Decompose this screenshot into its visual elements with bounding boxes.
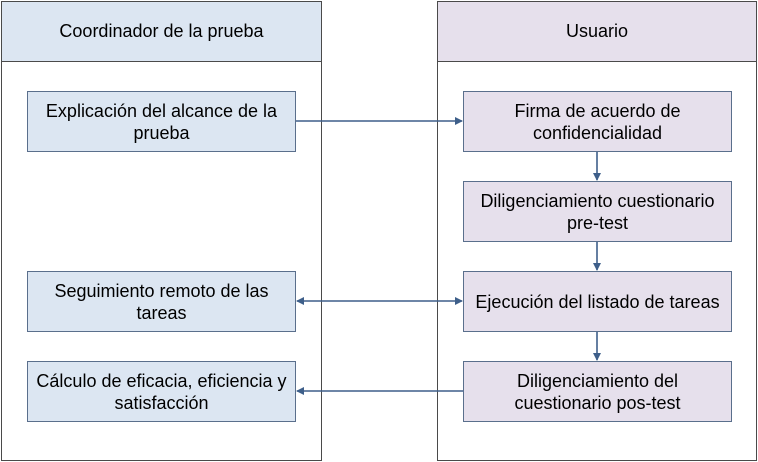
step-firma-acuerdo: Firma de acuerdo de confidencialidad — [463, 91, 732, 152]
step-label: Ejecución del listado de tareas — [475, 291, 720, 312]
step-cuestionario-pretest: Diligenciamiento cuestionario pre-test — [463, 181, 732, 242]
step-label: Firma de acuerdo de confidencialidad — [514, 100, 681, 143]
step-explicacion-alcance: Explicación del alcance de la prueba — [27, 91, 296, 152]
step-calculo-eficacia: Cálculo de eficacia, eficiencia y satisf… — [27, 361, 296, 422]
user-lane-header: Usuario — [438, 2, 756, 62]
step-ejecucion-tareas: Ejecución del listado de tareas — [463, 271, 732, 332]
user-lane-title: Usuario — [565, 21, 629, 41]
coordinator-lane-title: Coordinador de la prueba — [59, 21, 264, 41]
coordinator-lane-header: Coordinador de la prueba — [2, 2, 321, 62]
step-label: Seguimiento remoto de las tareas — [54, 280, 269, 323]
step-cuestionario-postest: Diligenciamiento del cuestionario pos-te… — [463, 361, 732, 422]
step-label: Explicación del alcance de la prueba — [45, 100, 278, 143]
step-label: Diligenciamiento del cuestionario pos-te… — [514, 370, 681, 413]
step-seguimiento-remoto: Seguimiento remoto de las tareas — [27, 271, 296, 332]
step-label: Cálculo de eficacia, eficiencia y satisf… — [36, 370, 287, 413]
step-label: Diligenciamiento cuestionario pre-test — [480, 190, 715, 233]
